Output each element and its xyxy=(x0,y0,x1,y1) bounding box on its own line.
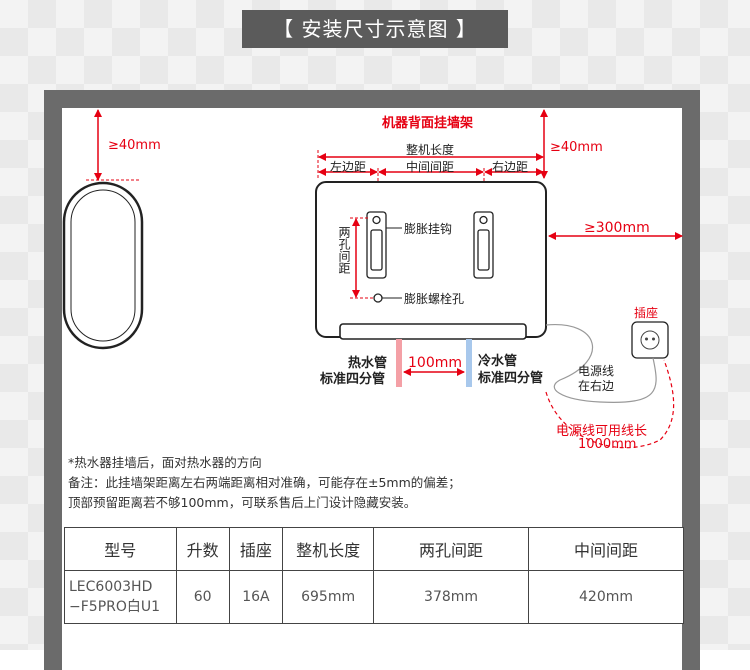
socket-label: 插座 xyxy=(634,306,659,320)
header-middle-distance: 中间间距 xyxy=(528,527,684,571)
header-socket: 插座 xyxy=(228,527,284,571)
table-row: LEC6003HD −F5PRO白U1 60 16A 695mm 378mm 4… xyxy=(64,570,684,624)
water-heater-bottom-panel xyxy=(339,323,527,340)
cord-length-label: 电源线可用线长 xyxy=(556,424,648,439)
header-length: 整机长度 xyxy=(282,527,375,571)
left-hook xyxy=(366,211,387,279)
pipe-distance-label: 100mm xyxy=(408,355,462,371)
cell-hole-distance: 378mm xyxy=(373,570,529,624)
note-3: 顶部预留距离若不够100mm，可联系售后上门设计隐藏安装。 xyxy=(68,495,417,510)
model-line-1: LEC6003HD xyxy=(69,579,153,595)
cell-length: 695mm xyxy=(282,570,375,624)
mirror-inner xyxy=(70,189,136,342)
spec-table: 型号 升数 插座 整机长度 两孔间距 中间间距 LEC6003HD −F5PRO… xyxy=(64,527,684,624)
total-length-label: 整机长度 xyxy=(406,143,455,157)
bracket-label: 机器背面挂墙架 xyxy=(382,116,474,131)
model-line-2: −F5PRO白U1 xyxy=(69,599,161,615)
header-hole-distance: 两孔间距 xyxy=(373,527,529,571)
hot-water-pipe xyxy=(396,339,402,387)
cord-length-value: 1000mm xyxy=(578,437,637,452)
hot-pipe-label: 热水管 xyxy=(348,356,388,371)
cord-label-2: 在右边 xyxy=(578,379,615,393)
power-cord xyxy=(545,324,657,403)
page-title: 【 安装尺寸示意图 】 xyxy=(242,10,508,48)
top-clearance-left-label: ≥40mm xyxy=(108,138,161,153)
side-clearance-label: ≥300mm xyxy=(584,220,650,236)
cold-pipe-spec-label: 标准四分管 xyxy=(478,371,544,386)
header-capacity: 升数 xyxy=(175,527,230,571)
right-margin-label: 右边距 xyxy=(492,160,529,174)
top-clearance-right-label: ≥40mm xyxy=(550,140,603,155)
table-header-row: 型号 升数 插座 整机长度 两孔间距 中间间距 xyxy=(64,527,684,571)
note-2: 备注：此挂墙架距离左右两端距离相对准确，可能存在±5mm的偏差； xyxy=(68,475,461,490)
cold-pipe-label: 冷水管 xyxy=(478,354,518,369)
cord-label-1: 电源线 xyxy=(578,364,615,378)
middle-distance-label: 中间间距 xyxy=(406,160,455,174)
expansion-hook-label: 膨胀挂钩 xyxy=(404,222,453,236)
bolt-hole xyxy=(373,293,383,303)
hot-pipe-spec-label: 标准四分管 xyxy=(320,372,386,387)
cell-middle-distance: 420mm xyxy=(528,570,684,624)
expansion-bolt-hole-label: 膨胀螺栓孔 xyxy=(404,292,465,306)
hole-distance-label: 两孔间距 xyxy=(337,226,351,274)
cord-length-line xyxy=(545,359,675,449)
cell-socket: 16A xyxy=(228,570,284,624)
mirror-outline xyxy=(62,181,144,350)
cell-model: LEC6003HD −F5PRO白U1 xyxy=(64,570,177,624)
installation-diagram xyxy=(62,109,683,449)
right-hook xyxy=(473,211,494,279)
header-model: 型号 xyxy=(64,527,177,571)
note-1: *热水器挂墙后，面对热水器的方向 xyxy=(68,455,262,470)
cold-water-pipe xyxy=(466,339,472,387)
left-margin-label: 左边距 xyxy=(330,160,367,174)
cell-capacity: 60 xyxy=(175,570,230,624)
